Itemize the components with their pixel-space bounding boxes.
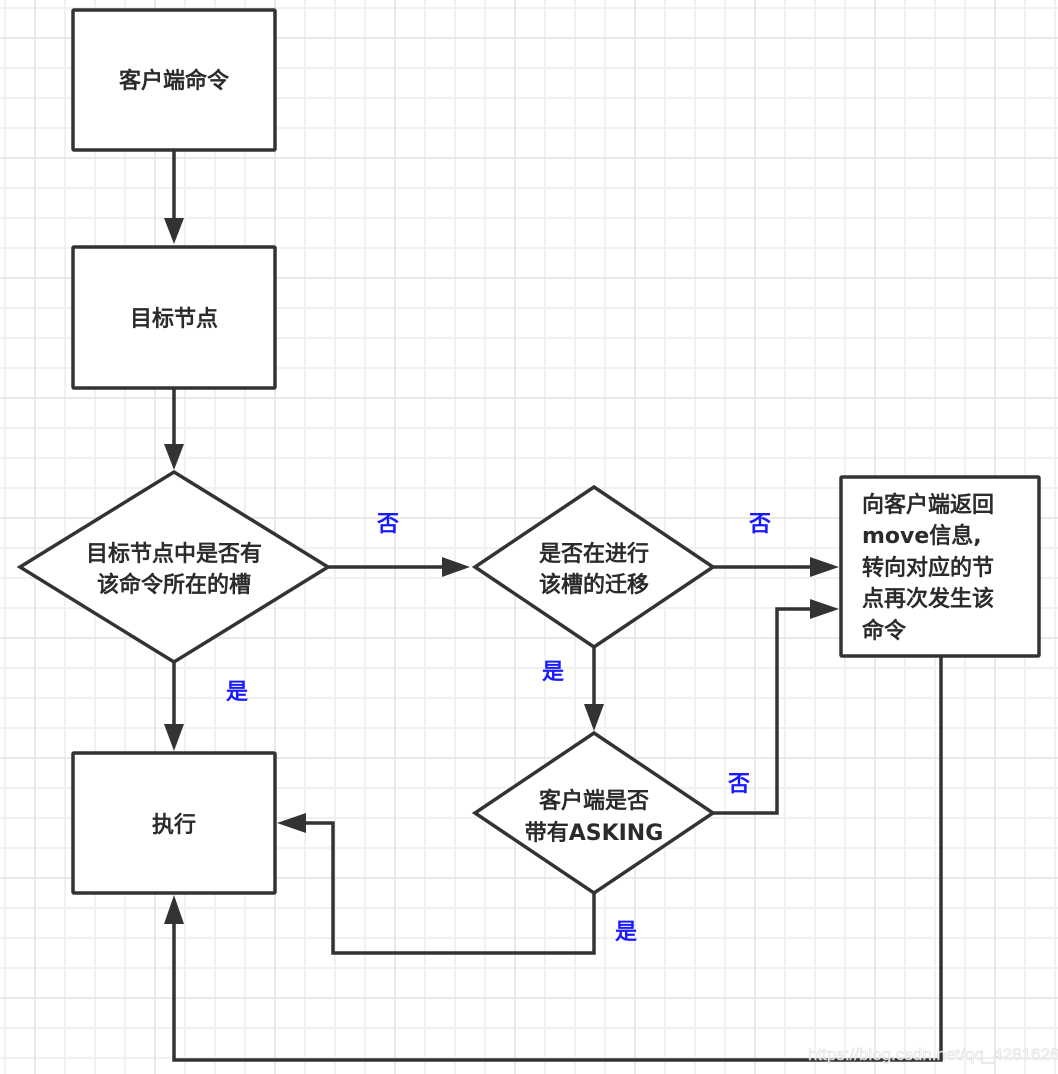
edge-migrating-yes-to-asking [584, 647, 604, 731]
edge-has-slot-no-to-migrating [328, 557, 470, 577]
edge-label-yes: 是 [226, 680, 248, 705]
node-label: 执行 [152, 812, 196, 838]
edge-migrating-no-to-move-reply [713, 557, 839, 577]
node-migrating-decision[interactable]: 是否在进行 该槽的迁移 [471, 484, 717, 650]
node-move-reply[interactable]: 向客户端返回 move信息, 转向对应的节 点再次发生该 命令 [839, 475, 1041, 658]
watermark: https://blog.csdn.net/qq_42816268 [808, 1045, 1058, 1064]
edge-asking-no-to-move-reply [713, 599, 839, 815]
node-label: 目标节点 [130, 306, 218, 332]
edge-target-node-to-has-slot [164, 388, 184, 470]
edge-has-slot-yes-to-execute [164, 662, 184, 751]
node-label-line-1: 向客户端返回 [862, 492, 994, 518]
arrowhead-icon [164, 218, 184, 244]
node-label-line-1: 目标节点中是否有 [86, 541, 262, 567]
node-target-node[interactable]: 目标节点 [71, 245, 277, 390]
node-execute[interactable]: 执行 [71, 751, 277, 895]
node-label-line-4: 点再次发生该 [862, 586, 994, 612]
node-label-line-2: 该槽的迁移 [539, 572, 649, 598]
arrowhead-icon [164, 895, 184, 924]
edge-move-reply-to-execute [164, 656, 943, 1062]
arrowhead-icon [442, 557, 470, 577]
arrowhead-icon [277, 813, 306, 833]
node-label-line-2: 带有ASKING [525, 820, 664, 846]
edge-client-command-to-target-node [164, 150, 184, 244]
edge-label-no: 否 [727, 772, 750, 797]
arrowhead-icon [164, 444, 184, 470]
node-client-command[interactable]: 客户端命令 [71, 8, 277, 152]
node-label-line-2: 该命令所在的槽 [97, 572, 251, 598]
node-label-line-3: 转向对应的节 [862, 555, 994, 581]
arrowhead-icon [810, 599, 839, 619]
edge-asking-yes-to-execute [277, 813, 596, 955]
node-has-slot-decision[interactable]: 目标节点中是否有 该命令所在的槽 [16, 469, 332, 665]
edge-label-no: 否 [376, 512, 399, 537]
edge-label-no: 否 [748, 512, 771, 537]
node-label-line-2: move信息, [862, 523, 982, 549]
node-label: 客户端命令 [119, 68, 230, 94]
node-label-line-5: 命令 [862, 618, 907, 644]
arrowhead-icon [810, 557, 839, 577]
arrowhead-icon [164, 724, 184, 751]
arrowhead-icon [584, 704, 604, 731]
edge-label-yes: 是 [542, 660, 564, 685]
node-label-line-1: 客户端是否 [539, 788, 649, 814]
node-asking-decision[interactable]: 客户端是否 带有ASKING [471, 730, 717, 896]
edge-label-yes: 是 [615, 920, 637, 945]
node-label-line-1: 是否在进行 [539, 541, 649, 567]
